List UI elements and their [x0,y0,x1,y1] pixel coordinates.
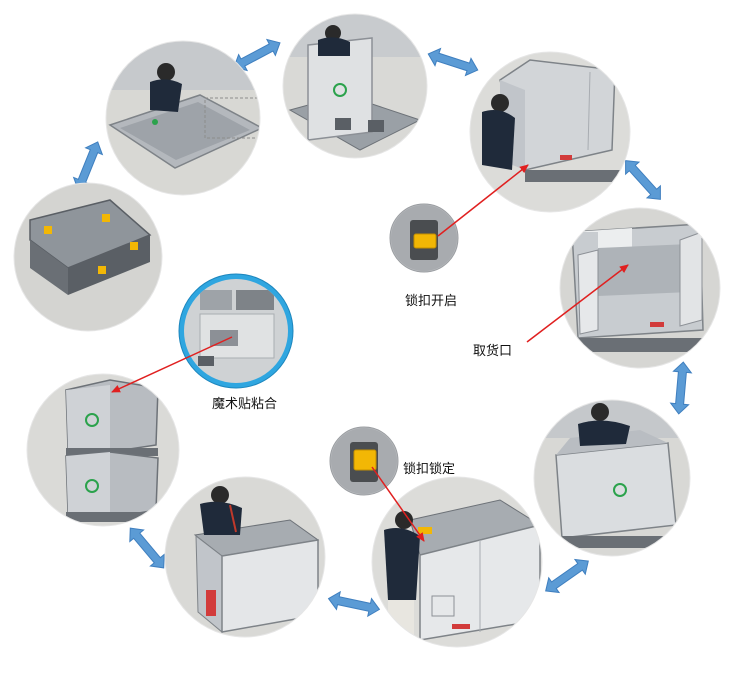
step-photo [282,13,428,159]
lock-open-label: 锁扣开启 [405,294,458,309]
lock-closed-zoom-callout [329,426,399,496]
velcro-label: 魔术贴粘合 [212,397,278,412]
cycle-arrow-icon [129,527,165,569]
step-photo [26,373,180,527]
step-photo [469,51,631,213]
cycle-arrow-icon [427,47,479,77]
step-photo [164,476,326,638]
pointer-arrows [111,164,629,542]
cycle-arrows [72,38,693,618]
step-photo [13,182,163,332]
step-photo [559,207,721,369]
cycle-arrow-icon [669,361,693,415]
velcro-zoom-callout [178,273,294,389]
pointer-arrow-icon [437,164,529,237]
cycle-arrow-icon [327,590,381,618]
lock-open-zoom-callout [389,203,459,273]
step-photo [371,476,543,648]
pointer-arrow-icon [371,466,425,542]
pointer-arrow-icon [526,264,629,343]
cycle-arrow-icon [233,38,281,72]
cycle-arrow-icon [625,160,661,200]
step-photo [533,399,691,557]
pickup-port-label: 取货口 [473,344,513,359]
lock-closed-label: 锁扣锁定 [403,462,456,477]
cycle-arrow-icon [545,558,589,594]
pointer-arrow-icon [111,336,233,393]
step-photo [105,40,261,196]
